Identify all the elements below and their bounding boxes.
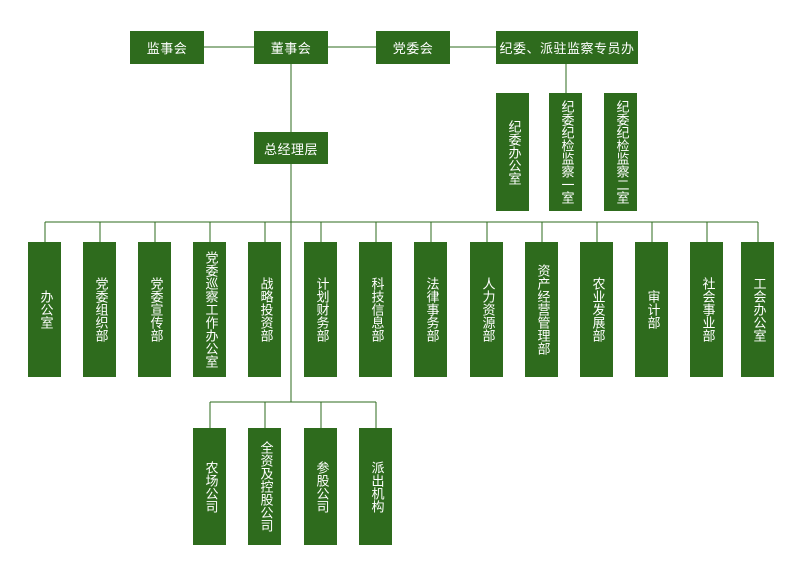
supervisory-board-label: 监事会 (146, 42, 188, 57)
subsidiary-label: 全资及控股公司 (257, 441, 273, 532)
department-label: 科技信息部 (368, 277, 384, 342)
department-label: 人力资源部 (479, 277, 495, 342)
department-box: 农业发展部 (580, 242, 613, 377)
department-label: 法律事务部 (423, 277, 439, 342)
department-label: 工会办公室 (750, 277, 766, 342)
department-label: 办公室 (37, 290, 53, 329)
discipline-office-label: 纪委、派驻监察专员办 (499, 42, 635, 57)
department-box: 社会事业部 (690, 242, 723, 377)
department-box: 法律事务部 (414, 242, 447, 377)
subsidiary-label: 派出机构 (368, 460, 384, 513)
department-box: 工会办公室 (741, 242, 774, 377)
department-box: 党委巡察工作办公室 (193, 242, 226, 377)
department-box: 审计部 (635, 242, 668, 377)
management-box: 总经理层 (254, 132, 328, 164)
discipline-unit-label: 纪委办公室 (505, 119, 521, 185)
department-label: 审计部 (644, 290, 660, 329)
department-box: 党委组织部 (83, 242, 116, 377)
department-box: 党委宣传部 (138, 242, 171, 377)
department-box: 战略投资部 (248, 242, 281, 377)
subsidiary-box: 全资及控股公司 (248, 428, 281, 545)
department-box: 资产经营管理部 (525, 242, 558, 377)
department-label: 社会事业部 (699, 277, 715, 342)
department-box: 科技信息部 (359, 242, 392, 377)
supervisory-board-box: 监事会 (130, 31, 204, 64)
party-committee-label: 党委会 (392, 42, 434, 57)
subsidiary-label: 参股公司 (313, 460, 329, 513)
department-label: 资产经营管理部 (534, 264, 550, 355)
discipline-unit-label: 纪委纪检监察一室 (558, 100, 574, 204)
discipline-unit-box: 纪委纪检监察一室 (549, 93, 582, 211)
discipline-unit-box: 纪委办公室 (496, 93, 529, 211)
department-label: 农业发展部 (589, 277, 605, 342)
department-box: 计划财务部 (304, 242, 337, 377)
board-of-directors-label: 董事会 (270, 42, 312, 57)
party-committee-box: 党委会 (376, 31, 450, 64)
subsidiary-box: 农场公司 (193, 428, 226, 545)
department-box: 办公室 (28, 242, 61, 377)
department-label: 战略投资部 (257, 277, 273, 342)
subsidiary-box: 参股公司 (304, 428, 337, 545)
discipline-unit-box: 纪委纪检监察二室 (604, 93, 637, 211)
department-box: 人力资源部 (470, 242, 503, 377)
department-label: 党委巡察工作办公室 (202, 251, 218, 368)
discipline-office-box: 纪委、派驻监察专员办 (496, 31, 638, 64)
department-label: 党委宣传部 (147, 277, 163, 342)
department-label: 计划财务部 (313, 277, 329, 342)
subsidiary-label: 农场公司 (202, 460, 218, 513)
subsidiary-box: 派出机构 (359, 428, 392, 545)
department-label: 党委组织部 (92, 277, 108, 342)
management-label: 总经理层 (263, 142, 318, 158)
board-of-directors-box: 董事会 (254, 31, 328, 64)
discipline-unit-label: 纪委纪检监察二室 (613, 100, 629, 204)
